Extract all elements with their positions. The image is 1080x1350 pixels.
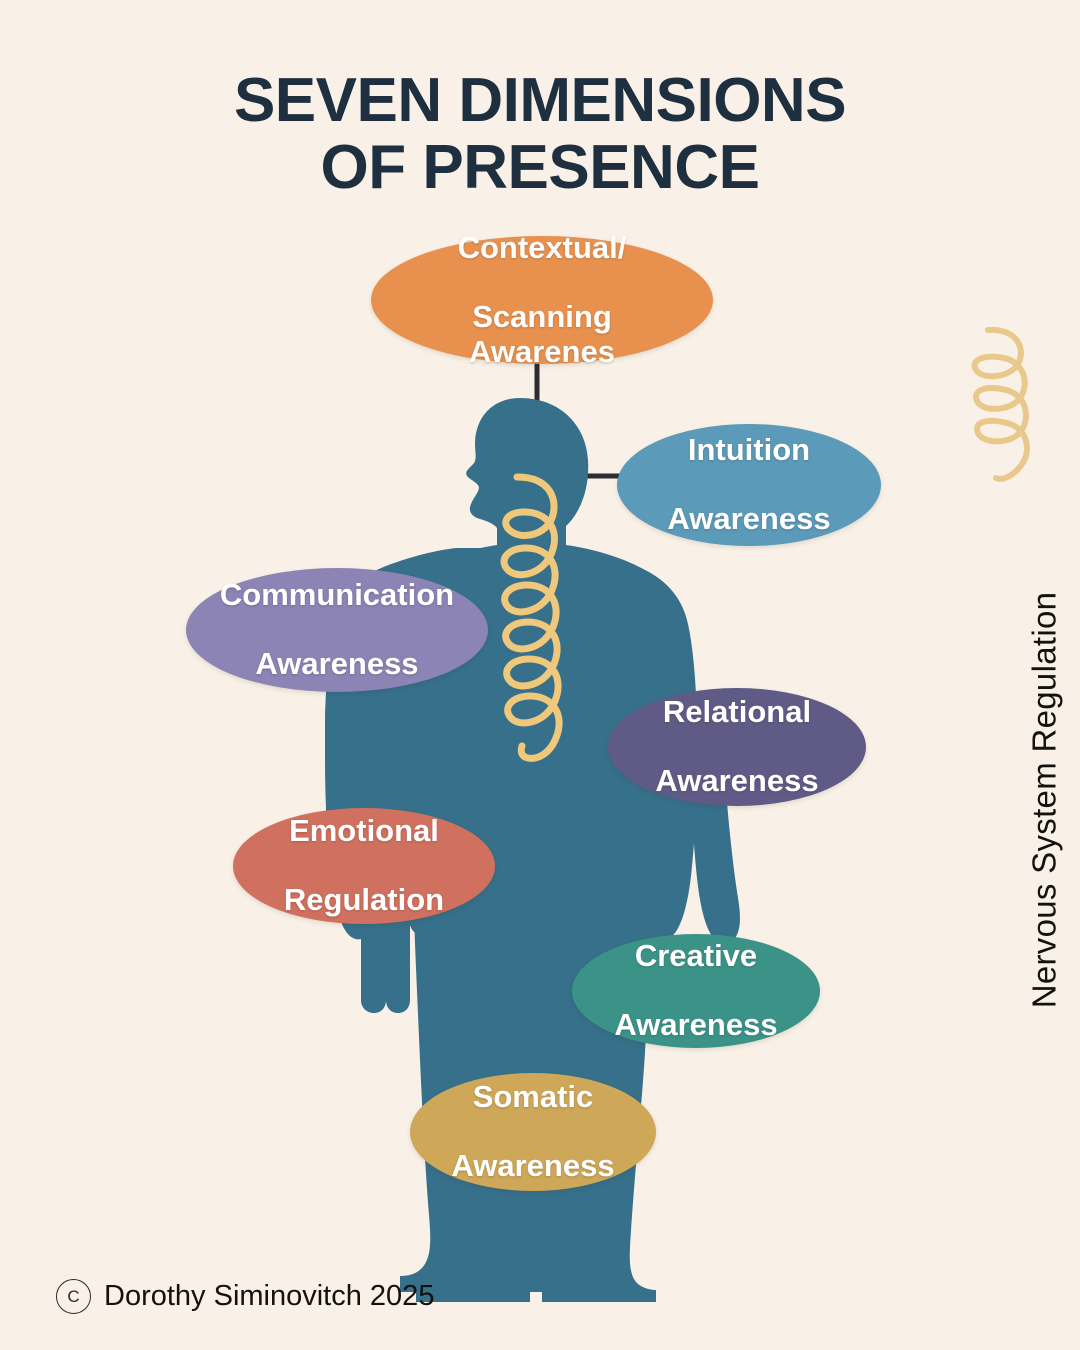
bubble-label-intuition-line1: Intuition <box>687 431 811 467</box>
nervous-system-regulation-text: Nervous System Regulation <box>1025 591 1062 1009</box>
bubble-label-somatic: Somatic Awareness <box>423 1078 642 1184</box>
bubble-label-communication-line1: Communication <box>219 576 455 612</box>
nervous-system-regulation-label: Nervous System Regulation <box>1014 520 1074 1080</box>
bubble-label-emotional-line2: Regulation <box>283 882 445 918</box>
bubble-label-somatic-line1: Somatic <box>472 1078 594 1114</box>
dimension-bubble-relational[interactable]: Relational Awareness <box>608 688 866 806</box>
bubble-label-contextual: Contextual/ Scanning Awarenes <box>371 229 713 370</box>
bubble-label-communication-line2: Awareness <box>255 646 419 682</box>
page-title-line-1: SEVEN DIMENSIONS <box>233 66 847 135</box>
bubble-label-relational-line1: Relational <box>662 693 812 729</box>
page-title: SEVEN DIMENSIONS OF PRESENCE <box>0 66 1080 202</box>
bubble-label-somatic-line2: Awareness <box>451 1148 615 1184</box>
copyright-icon: C <box>56 1279 91 1314</box>
bubble-label-contextual-line2: Scanning Awarenes <box>469 299 615 369</box>
copyright-credit: C Dorothy Siminovitch 2025 <box>56 1279 434 1314</box>
bubble-label-contextual-line1: Contextual/ <box>457 229 627 265</box>
dimension-bubble-communication[interactable]: Communication Awareness <box>186 568 488 692</box>
bubble-label-emotional: Emotional Regulation <box>256 812 472 918</box>
copyright-text: Dorothy Siminovitch 2025 <box>104 1280 435 1312</box>
bubble-label-communication: Communication Awareness <box>192 576 482 682</box>
bubble-label-emotional-line1: Emotional <box>289 812 439 848</box>
dimension-bubble-emotional[interactable]: Emotional Regulation <box>233 808 495 924</box>
bubble-label-relational: Relational Awareness <box>627 693 846 799</box>
spine-spiral <box>500 473 563 762</box>
dimension-bubble-creative[interactable]: Creative Awareness <box>572 934 820 1048</box>
bubble-label-creative-line1: Creative <box>634 937 758 973</box>
bubble-label-creative-line2: Awareness <box>614 1007 778 1043</box>
bubble-label-intuition: Intuition Awareness <box>639 431 858 537</box>
decorative-spiral-icon <box>971 326 1030 482</box>
dimension-bubble-contextual[interactable]: Contextual/ Scanning Awarenes <box>371 230 713 369</box>
bubble-label-creative: Creative Awareness <box>586 937 805 1043</box>
page-title-line-2: OF PRESENCE <box>320 132 760 202</box>
dimension-bubble-intuition[interactable]: Intuition Awareness <box>617 424 881 546</box>
bubble-label-relational-line2: Awareness <box>655 763 819 799</box>
bubble-label-intuition-line2: Awareness <box>667 501 831 537</box>
dimension-bubble-somatic[interactable]: Somatic Awareness <box>410 1073 656 1191</box>
